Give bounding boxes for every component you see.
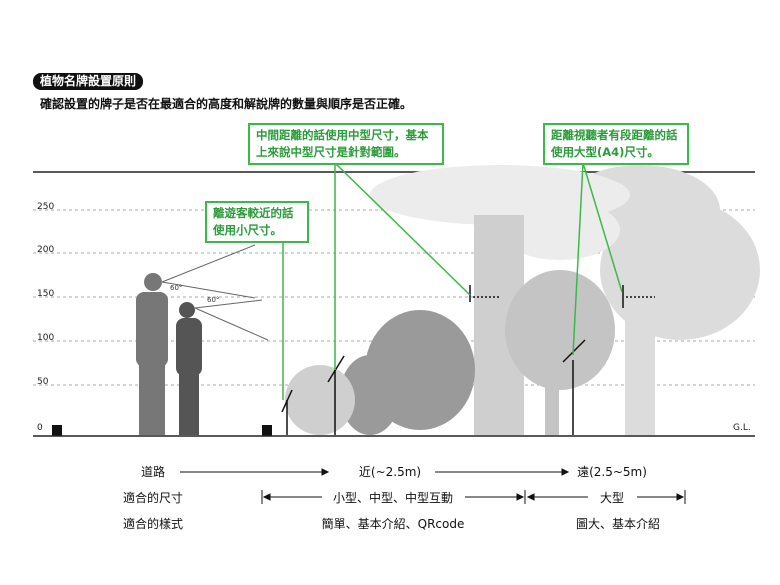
ground-label: G.L. — [733, 423, 751, 433]
row-style-label: 適合的樣式 — [122, 517, 184, 531]
person-woman — [176, 302, 202, 435]
row-distance-label: 道路 — [140, 465, 166, 479]
size-near: 小型、中型、中型互動 — [332, 491, 454, 505]
y-tick: 150 — [37, 289, 55, 299]
sight-lines — [161, 244, 269, 341]
style-near: 簡單、基本介紹、QRcode — [321, 517, 465, 531]
svg-text:60°: 60° — [170, 284, 182, 292]
y-tick: 100 — [37, 333, 55, 343]
callout-leaders — [282, 162, 623, 400]
distance-far: 遠(2.5~5m) — [577, 465, 647, 479]
shrubs — [340, 310, 475, 435]
callout-small: 離遊客較近的話使用小尺寸。 — [205, 201, 309, 243]
tree-mid — [505, 270, 615, 435]
svg-text:60°: 60° — [207, 296, 219, 304]
y-tick: 250 — [37, 202, 55, 212]
arrows — [180, 468, 686, 504]
tree-big-canopy — [370, 165, 630, 260]
callout-medium: 中間距離的話使用中型尺寸，基本上來說中型尺寸是針對範圍。 — [248, 123, 444, 165]
y-tick: 200 — [37, 245, 55, 255]
callout-large: 距離視聽者有段距離的話使用大型(A4)尺寸。 — [543, 123, 689, 165]
size-far: 大型 — [599, 491, 625, 505]
title-badge: 植物名牌設置原則 — [33, 73, 144, 90]
person-man — [136, 273, 168, 435]
marker — [262, 425, 272, 436]
sign-posts — [281, 285, 655, 435]
marker — [52, 425, 62, 436]
distance-near: 近(~2.5m) — [358, 465, 422, 479]
row-size-label: 適合的尺寸 — [122, 491, 184, 505]
y-tick: 0 — [37, 423, 43, 433]
subtitle: 確認設置的牌子是否在最適合的高度和解說牌的數量與順序是否正確。 — [40, 97, 413, 111]
y-tick: 50 — [37, 377, 49, 387]
style-far: 圖大、基本介紹 — [575, 517, 661, 531]
